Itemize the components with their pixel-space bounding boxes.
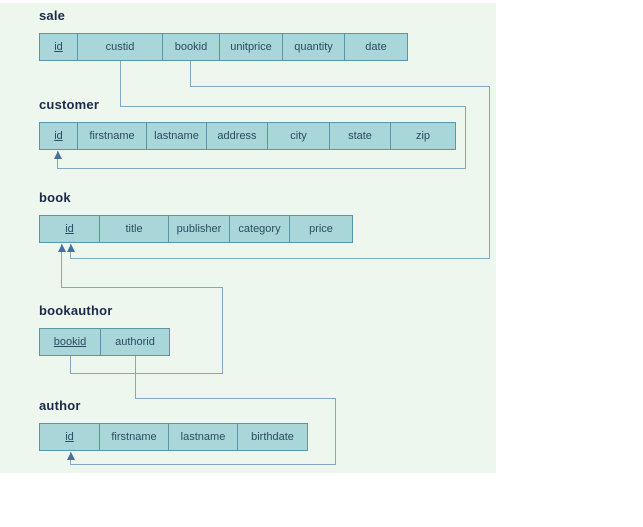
relation-line-bookauthor-authorid-to-author-id xyxy=(335,398,336,464)
column-customer-city: city xyxy=(268,123,330,149)
relation-line-sale-custid-to-customer-id xyxy=(120,61,121,106)
column-label: state xyxy=(348,130,372,142)
table-title-bookauthor: bookauthor xyxy=(39,303,113,318)
relation-line-sale-custid-to-customer-id xyxy=(120,106,466,107)
column-label: id xyxy=(54,41,63,53)
relation-line-sale-custid-to-customer-id xyxy=(57,151,58,168)
column-book-price: price xyxy=(290,216,352,242)
table-book: id title publisher category price xyxy=(39,215,353,243)
relation-arrowhead-bookauthor-bookid-to-book-id xyxy=(57,244,66,252)
column-author-firstname: firstname xyxy=(100,424,169,450)
relation-line-sale-custid-to-customer-id xyxy=(465,106,466,168)
column-label: zip xyxy=(415,130,431,142)
column-label: birthdate xyxy=(251,431,294,443)
column-label: lastname xyxy=(180,431,226,443)
column-label: date xyxy=(365,41,387,53)
column-label: publisher xyxy=(176,223,222,235)
column-label: address xyxy=(217,130,257,142)
column-label: custid xyxy=(105,41,135,53)
relation-line-sale-bookid-to-book-id xyxy=(70,258,490,259)
relation-arrowhead-sale-bookid-to-book-id xyxy=(66,244,75,252)
table-title-author: author xyxy=(39,398,81,413)
column-label: city xyxy=(290,130,307,142)
table-title-book: book xyxy=(39,190,71,205)
column-customer-zip: zip xyxy=(391,123,455,149)
column-customer-lastname: lastname xyxy=(147,123,207,149)
column-book-publisher: publisher xyxy=(169,216,230,242)
table-title-customer: customer xyxy=(39,97,100,112)
column-label: quantity xyxy=(294,41,333,53)
table-sale: id custid bookid unitprice quantity date xyxy=(39,33,408,61)
column-customer-firstname: firstname xyxy=(78,123,147,149)
relation-line-sale-bookid-to-book-id xyxy=(190,61,191,86)
column-sale-custid: custid xyxy=(78,34,163,60)
column-label: id xyxy=(65,223,74,235)
relation-line-bookauthor-authorid-to-author-id xyxy=(135,356,136,398)
column-label: id xyxy=(65,431,74,443)
column-label: unitprice xyxy=(230,41,272,53)
column-sale-bookid: bookid xyxy=(163,34,220,60)
relation-line-bookauthor-authorid-to-author-id xyxy=(135,398,336,399)
column-label: title xyxy=(125,223,143,235)
column-bookauthor-authorid: authorid xyxy=(101,329,169,355)
relation-line-sale-bookid-to-book-id xyxy=(489,86,490,258)
column-label: authorid xyxy=(115,336,155,348)
column-label: lastname xyxy=(154,130,199,142)
table-customer: id firstname lastname address city state zip xyxy=(39,122,456,150)
column-label: firstname xyxy=(89,130,135,142)
table-author: id firstname lastname birthdate xyxy=(39,423,308,451)
relation-line-bookauthor-bookid-to-book-id xyxy=(70,373,223,374)
column-label: category xyxy=(238,223,281,235)
table-title-sale: sale xyxy=(39,8,66,23)
column-author-id: id xyxy=(40,424,100,450)
relation-line-bookauthor-bookid-to-book-id xyxy=(61,287,223,288)
column-customer-state: state xyxy=(330,123,391,149)
relation-line-bookauthor-authorid-to-author-id xyxy=(70,464,336,465)
column-book-category: category xyxy=(230,216,290,242)
column-label: price xyxy=(309,223,333,235)
column-label: bookid xyxy=(174,41,208,53)
relation-line-bookauthor-bookid-to-book-id xyxy=(70,356,71,373)
relation-line-sale-custid-to-customer-id xyxy=(57,168,466,169)
column-label: bookid xyxy=(53,336,87,348)
relation-line-bookauthor-bookid-to-book-id xyxy=(222,287,223,373)
column-book-id: id xyxy=(40,216,100,242)
column-label: firstname xyxy=(111,431,157,443)
column-sale-unitprice: unitprice xyxy=(220,34,283,60)
column-sale-date: date xyxy=(345,34,407,60)
column-customer-id: id xyxy=(40,123,78,149)
column-bookauthor-bookid: bookid xyxy=(40,329,101,355)
column-sale-id: id xyxy=(40,34,78,60)
column-label: id xyxy=(54,130,63,142)
relation-arrowhead-bookauthor-authorid-to-author-id xyxy=(66,452,75,460)
column-sale-quantity: quantity xyxy=(283,34,345,60)
column-book-title: title xyxy=(100,216,169,242)
table-bookauthor: bookid authorid xyxy=(39,328,170,356)
relation-line-sale-bookid-to-book-id xyxy=(190,86,490,87)
column-author-lastname: lastname xyxy=(169,424,238,450)
relation-arrowhead-sale-custid-to-customer-id xyxy=(53,151,62,159)
column-customer-address: address xyxy=(207,123,268,149)
column-author-birthdate: birthdate xyxy=(238,424,307,450)
relation-line-bookauthor-bookid-to-book-id xyxy=(61,244,62,287)
